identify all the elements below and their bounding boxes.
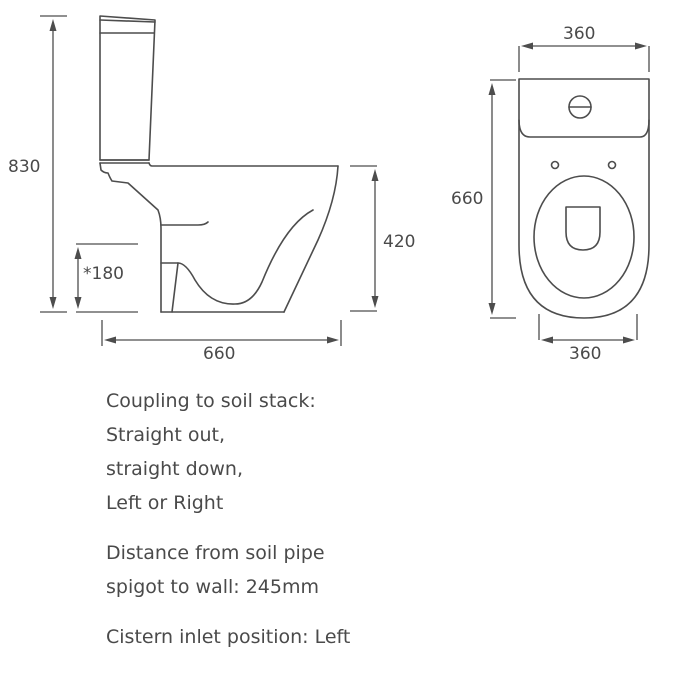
- distance-line-1: Distance from soil pipe: [106, 542, 325, 564]
- distance-note: Distance from soil pipe spigot to wall: …: [106, 536, 350, 604]
- pan-side-outline: [99, 162, 339, 313]
- dim-420: 420: [350, 165, 415, 312]
- coupling-line-1: Coupling to soil stack:: [106, 390, 316, 412]
- dim-660-side: 660: [101, 320, 342, 364]
- dim-660-top-label: 660: [451, 189, 483, 209]
- dim-360-bottom-label: 360: [569, 344, 601, 364]
- side-view: 830 *180 420 660: [8, 15, 415, 364]
- dim-360-top: 360: [518, 24, 650, 72]
- dim-180: *180: [74, 243, 138, 313]
- cistern-side-outline: [99, 15, 156, 164]
- dim-420-label: 420: [383, 232, 415, 252]
- dim-180-label: *180: [83, 264, 124, 284]
- coupling-note: Coupling to soil stack: Straight out, st…: [106, 384, 350, 520]
- inlet-note: Cistern inlet position: Left: [106, 620, 350, 654]
- distance-line-2: spigot to wall: 245mm: [106, 576, 319, 598]
- top-view: 360 660 360: [451, 24, 650, 364]
- toilet-top-outline: [518, 78, 650, 319]
- dim-830: 830: [8, 15, 67, 313]
- dim-830-label: 830: [8, 157, 40, 177]
- coupling-line-3: straight down,: [106, 458, 243, 480]
- spec-notes: Coupling to soil stack: Straight out, st…: [106, 384, 350, 670]
- dim-660-side-label: 660: [203, 344, 235, 364]
- coupling-line-2: Straight out,: [106, 424, 225, 446]
- dim-360-top-label: 360: [563, 24, 595, 44]
- hinge-hole-left: [550, 160, 560, 170]
- inlet-line-1: Cistern inlet position: Left: [106, 626, 351, 648]
- dim-360-bottom: 360: [538, 314, 638, 364]
- hinge-hole-right: [607, 160, 617, 170]
- coupling-line-4: Left or Right: [106, 492, 224, 514]
- dim-660-top: 660: [451, 79, 516, 319]
